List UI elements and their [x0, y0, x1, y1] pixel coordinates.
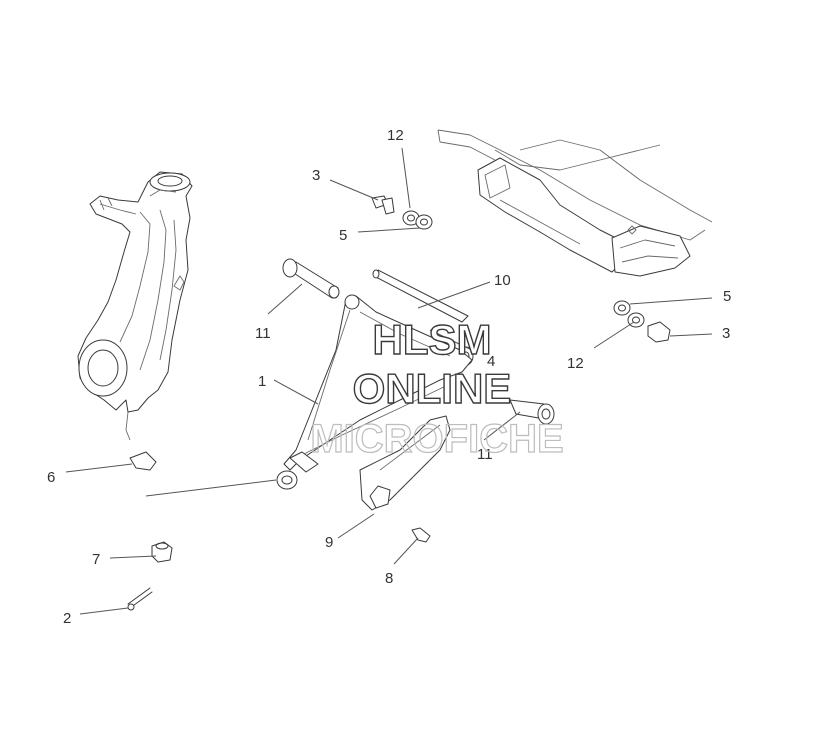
callout-9: 9 [325, 534, 333, 551]
callout-11-lower: 11 [477, 446, 493, 463]
nut-7 [151, 541, 173, 563]
steering-knuckle-drawing [77, 171, 193, 441]
bushing-11-lower [509, 399, 555, 425]
callout-7: 7 [92, 551, 100, 568]
callout-12-right: 12 [567, 355, 584, 372]
callout-10: 10 [494, 272, 511, 289]
callout-6: 6 [47, 469, 55, 486]
upper-washer-5 [415, 214, 433, 230]
watermark-line-3: MICROFICHE [310, 417, 563, 461]
dust-boot-6 [129, 451, 157, 471]
callout-8: 8 [385, 570, 393, 587]
watermark-line-2: ONLINE [353, 365, 512, 412]
shaft-10 [372, 269, 469, 323]
callout-labels: 12 3 5 10 5 3 12 11 4 1 11 6 9 7 8 2 [47, 127, 731, 627]
watermark: HLSM ONLINE MICROFICHE [310, 315, 565, 461]
watermark-line-1: HLSM [373, 316, 492, 363]
right-washer-5 [613, 300, 631, 316]
right-bolt-3 [647, 321, 671, 343]
leader-lines [65, 147, 713, 615]
ball-joint [276, 470, 298, 490]
callout-3-upper: 3 [312, 167, 320, 184]
callout-1: 1 [258, 373, 266, 390]
callout-3-right: 3 [722, 325, 730, 342]
cotter-pin-2 [127, 587, 153, 611]
frame-drawing [437, 129, 713, 277]
callout-5-right: 5 [723, 288, 731, 305]
callout-2: 2 [63, 610, 71, 627]
guard-9 [359, 415, 451, 511]
bolt-8 [411, 527, 431, 543]
control-arm-1 [283, 294, 473, 473]
callout-12-upper: 12 [387, 127, 404, 144]
callout-4: 4 [487, 353, 495, 370]
callout-11-upper: 11 [255, 325, 271, 342]
callout-5-upper: 5 [339, 227, 347, 244]
bushing-11-upper [282, 258, 340, 299]
